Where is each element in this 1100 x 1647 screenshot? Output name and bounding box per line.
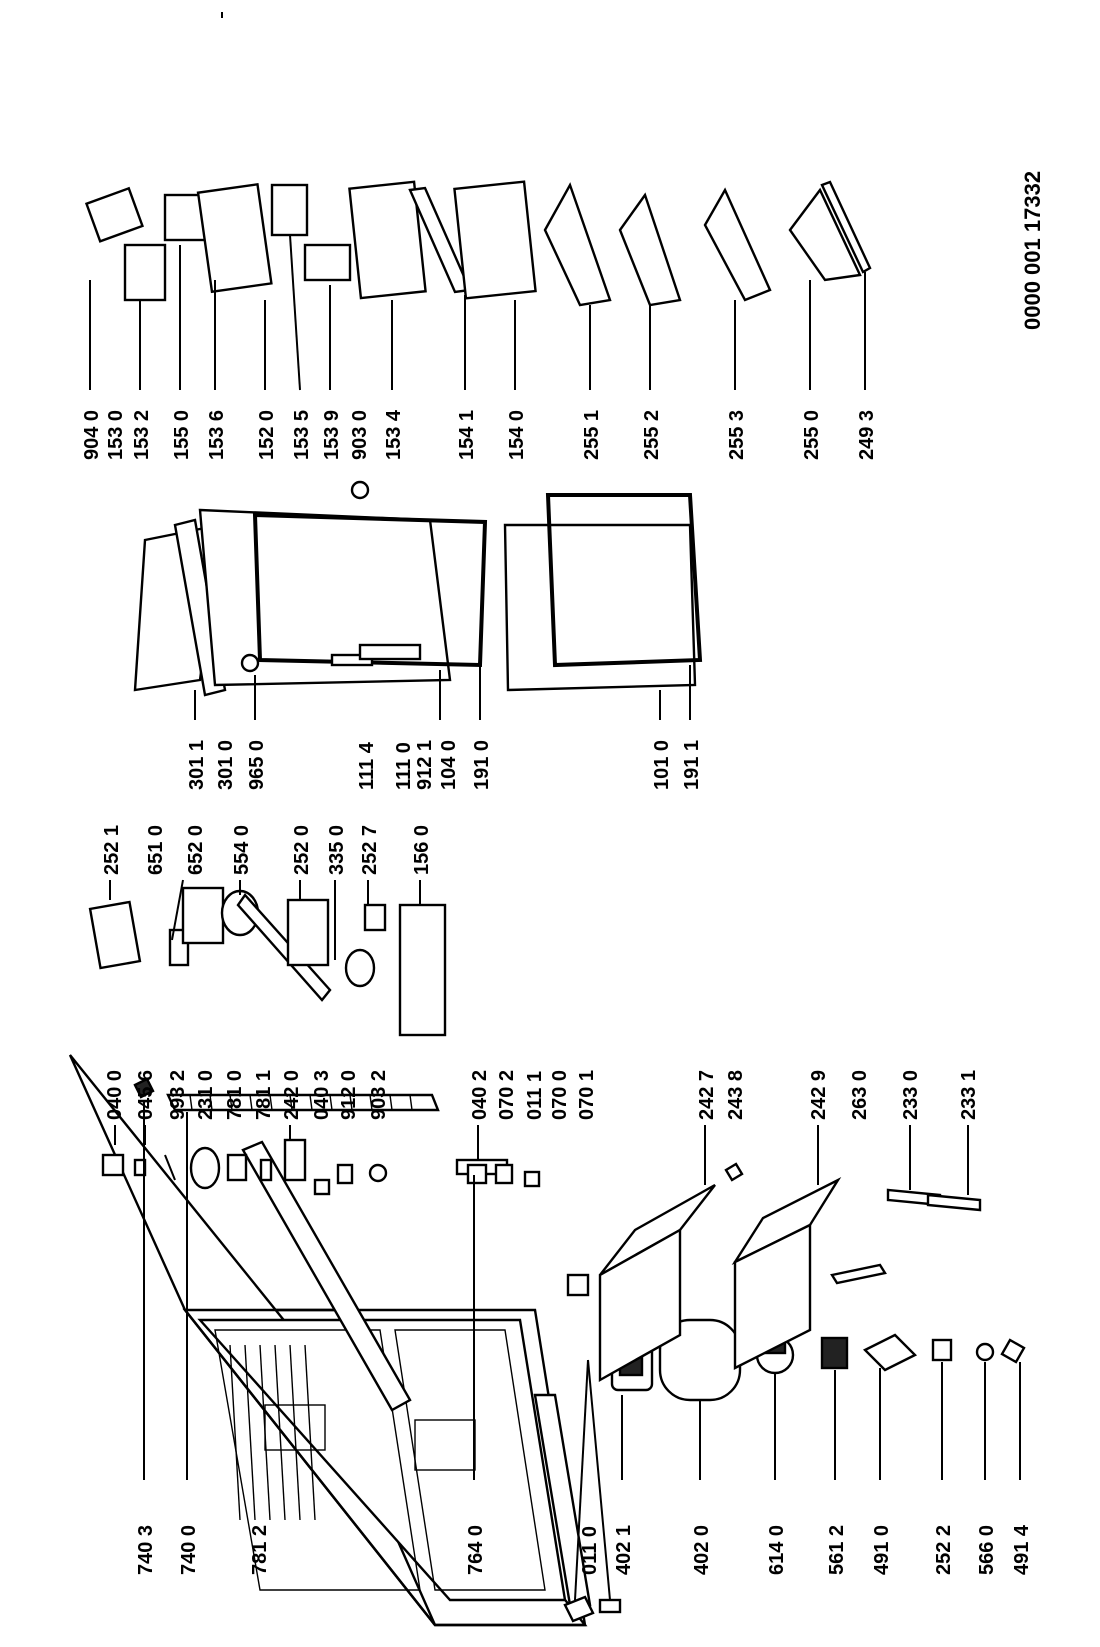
label-402-0: 402 0 [691, 1525, 713, 1575]
label-255-0: 255 0 [801, 410, 823, 460]
label-101-0: 101 0 [651, 740, 673, 790]
label-153-5: 153 5 [291, 410, 313, 460]
leveling-feet [563, 1359, 622, 1623]
condenser-grid [166, 1093, 440, 1112]
label-255-2: 255 2 [641, 410, 663, 460]
label-233-1: 233 1 [958, 1070, 980, 1120]
label-153-4: 153 4 [383, 409, 405, 460]
label-402-1: 402 1 [613, 1525, 635, 1575]
label-154-1: 154 1 [456, 410, 478, 460]
label-965-0: 965 0 [246, 740, 268, 790]
shelves [84, 180, 872, 307]
label-740-3: 740 3 [135, 1525, 157, 1575]
label-781-1: 781 1 [253, 1070, 275, 1120]
label-191-0: 191 0 [471, 740, 493, 790]
label-554-0: 554 0 [231, 825, 253, 875]
crisper-drawers [598, 1162, 982, 1383]
label-491-4: 491 4 [1011, 1524, 1033, 1575]
hinge-parts [101, 1138, 590, 1297]
label-566-0: 566 0 [976, 1525, 998, 1575]
label-242-9: 242 9 [808, 1070, 830, 1120]
label-242-0: 242 0 [281, 1070, 303, 1120]
label-040-2: 040 2 [469, 1070, 491, 1120]
label-781-2: 781 2 [249, 1525, 271, 1575]
label-651-0: 651 0 [145, 825, 167, 875]
label-912-1: 912 1 [414, 740, 436, 790]
label-252-7: 252 7 [359, 825, 381, 875]
label-152-0: 152 0 [256, 410, 278, 460]
label-252-0: 252 0 [291, 825, 313, 875]
label-040-3: 040 3 [311, 1070, 333, 1120]
door-assembly [133, 480, 703, 697]
label-904-0: 904 0 [81, 410, 103, 460]
label-242-7: 242 7 [696, 1070, 718, 1120]
label-070-2: 070 2 [496, 1070, 518, 1120]
clip-740-3 [133, 1077, 155, 1099]
label-191-1: 191 1 [681, 740, 703, 790]
label-111-4: 111 4 [356, 741, 378, 790]
label-111-0: 111 0 [393, 742, 415, 790]
label-155-0: 155 0 [171, 410, 193, 460]
label-993-2: 993 2 [167, 1070, 189, 1120]
label-070-1: 070 1 [576, 1070, 598, 1120]
control-parts [88, 886, 447, 1037]
label-153-6: 153 6 [206, 410, 228, 460]
label-153-2: 153 2 [131, 410, 153, 460]
label-903-2: 903 2 [368, 1070, 390, 1120]
label-912-0: 912 0 [338, 1070, 360, 1120]
label-781-0: 781 0 [224, 1070, 246, 1120]
label-045-6: 045 6 [135, 1070, 157, 1120]
label-301-1: 301 1 [186, 740, 208, 790]
label-301-0: 301 0 [215, 740, 237, 790]
rail-781-2 [241, 1140, 412, 1412]
label-153-0: 153 0 [105, 410, 127, 460]
label-561-2: 561 2 [826, 1525, 848, 1575]
label-070-0: 070 0 [549, 1070, 571, 1120]
document-code: 0000 001 17332 [1020, 171, 1045, 330]
compressor-group [610, 1318, 1026, 1402]
label-614-0: 614 0 [766, 1525, 788, 1575]
label-652-0: 652 0 [185, 825, 207, 875]
label-249-3: 249 3 [856, 410, 878, 460]
label-252-2: 252 2 [933, 1525, 955, 1575]
leader-lines [89, 234, 1021, 1480]
label-740-0: 740 0 [178, 1525, 200, 1575]
label-104-0: 104 0 [438, 740, 460, 790]
label-040-0: 040 0 [104, 1070, 126, 1120]
label-243-8: 243 8 [725, 1070, 747, 1120]
label-231-0: 231 0 [195, 1070, 217, 1120]
label-491-0: 491 0 [871, 1525, 893, 1575]
label-263-0: 263 0 [849, 1070, 871, 1120]
label-903-0: 903 0 [349, 410, 371, 460]
part-labels: 740 3 740 0 781 2 764 0 011 0 402 1 402 … [81, 171, 1045, 1575]
label-011-0: 011 0 [579, 1526, 601, 1575]
label-764-0: 764 0 [465, 1525, 487, 1575]
label-156-0: 156 0 [411, 825, 433, 875]
label-153-9: 153 9 [321, 410, 343, 460]
label-255-3: 255 3 [726, 410, 748, 460]
label-011-1: 011 1 [524, 1071, 546, 1120]
label-255-1: 255 1 [581, 410, 603, 460]
label-233-0: 233 0 [900, 1070, 922, 1120]
cabinet-drawing [68, 1054, 592, 1627]
label-335-0: 335 0 [326, 825, 348, 875]
label-154-0: 154 0 [506, 410, 528, 460]
label-252-1: 252 1 [101, 825, 123, 875]
